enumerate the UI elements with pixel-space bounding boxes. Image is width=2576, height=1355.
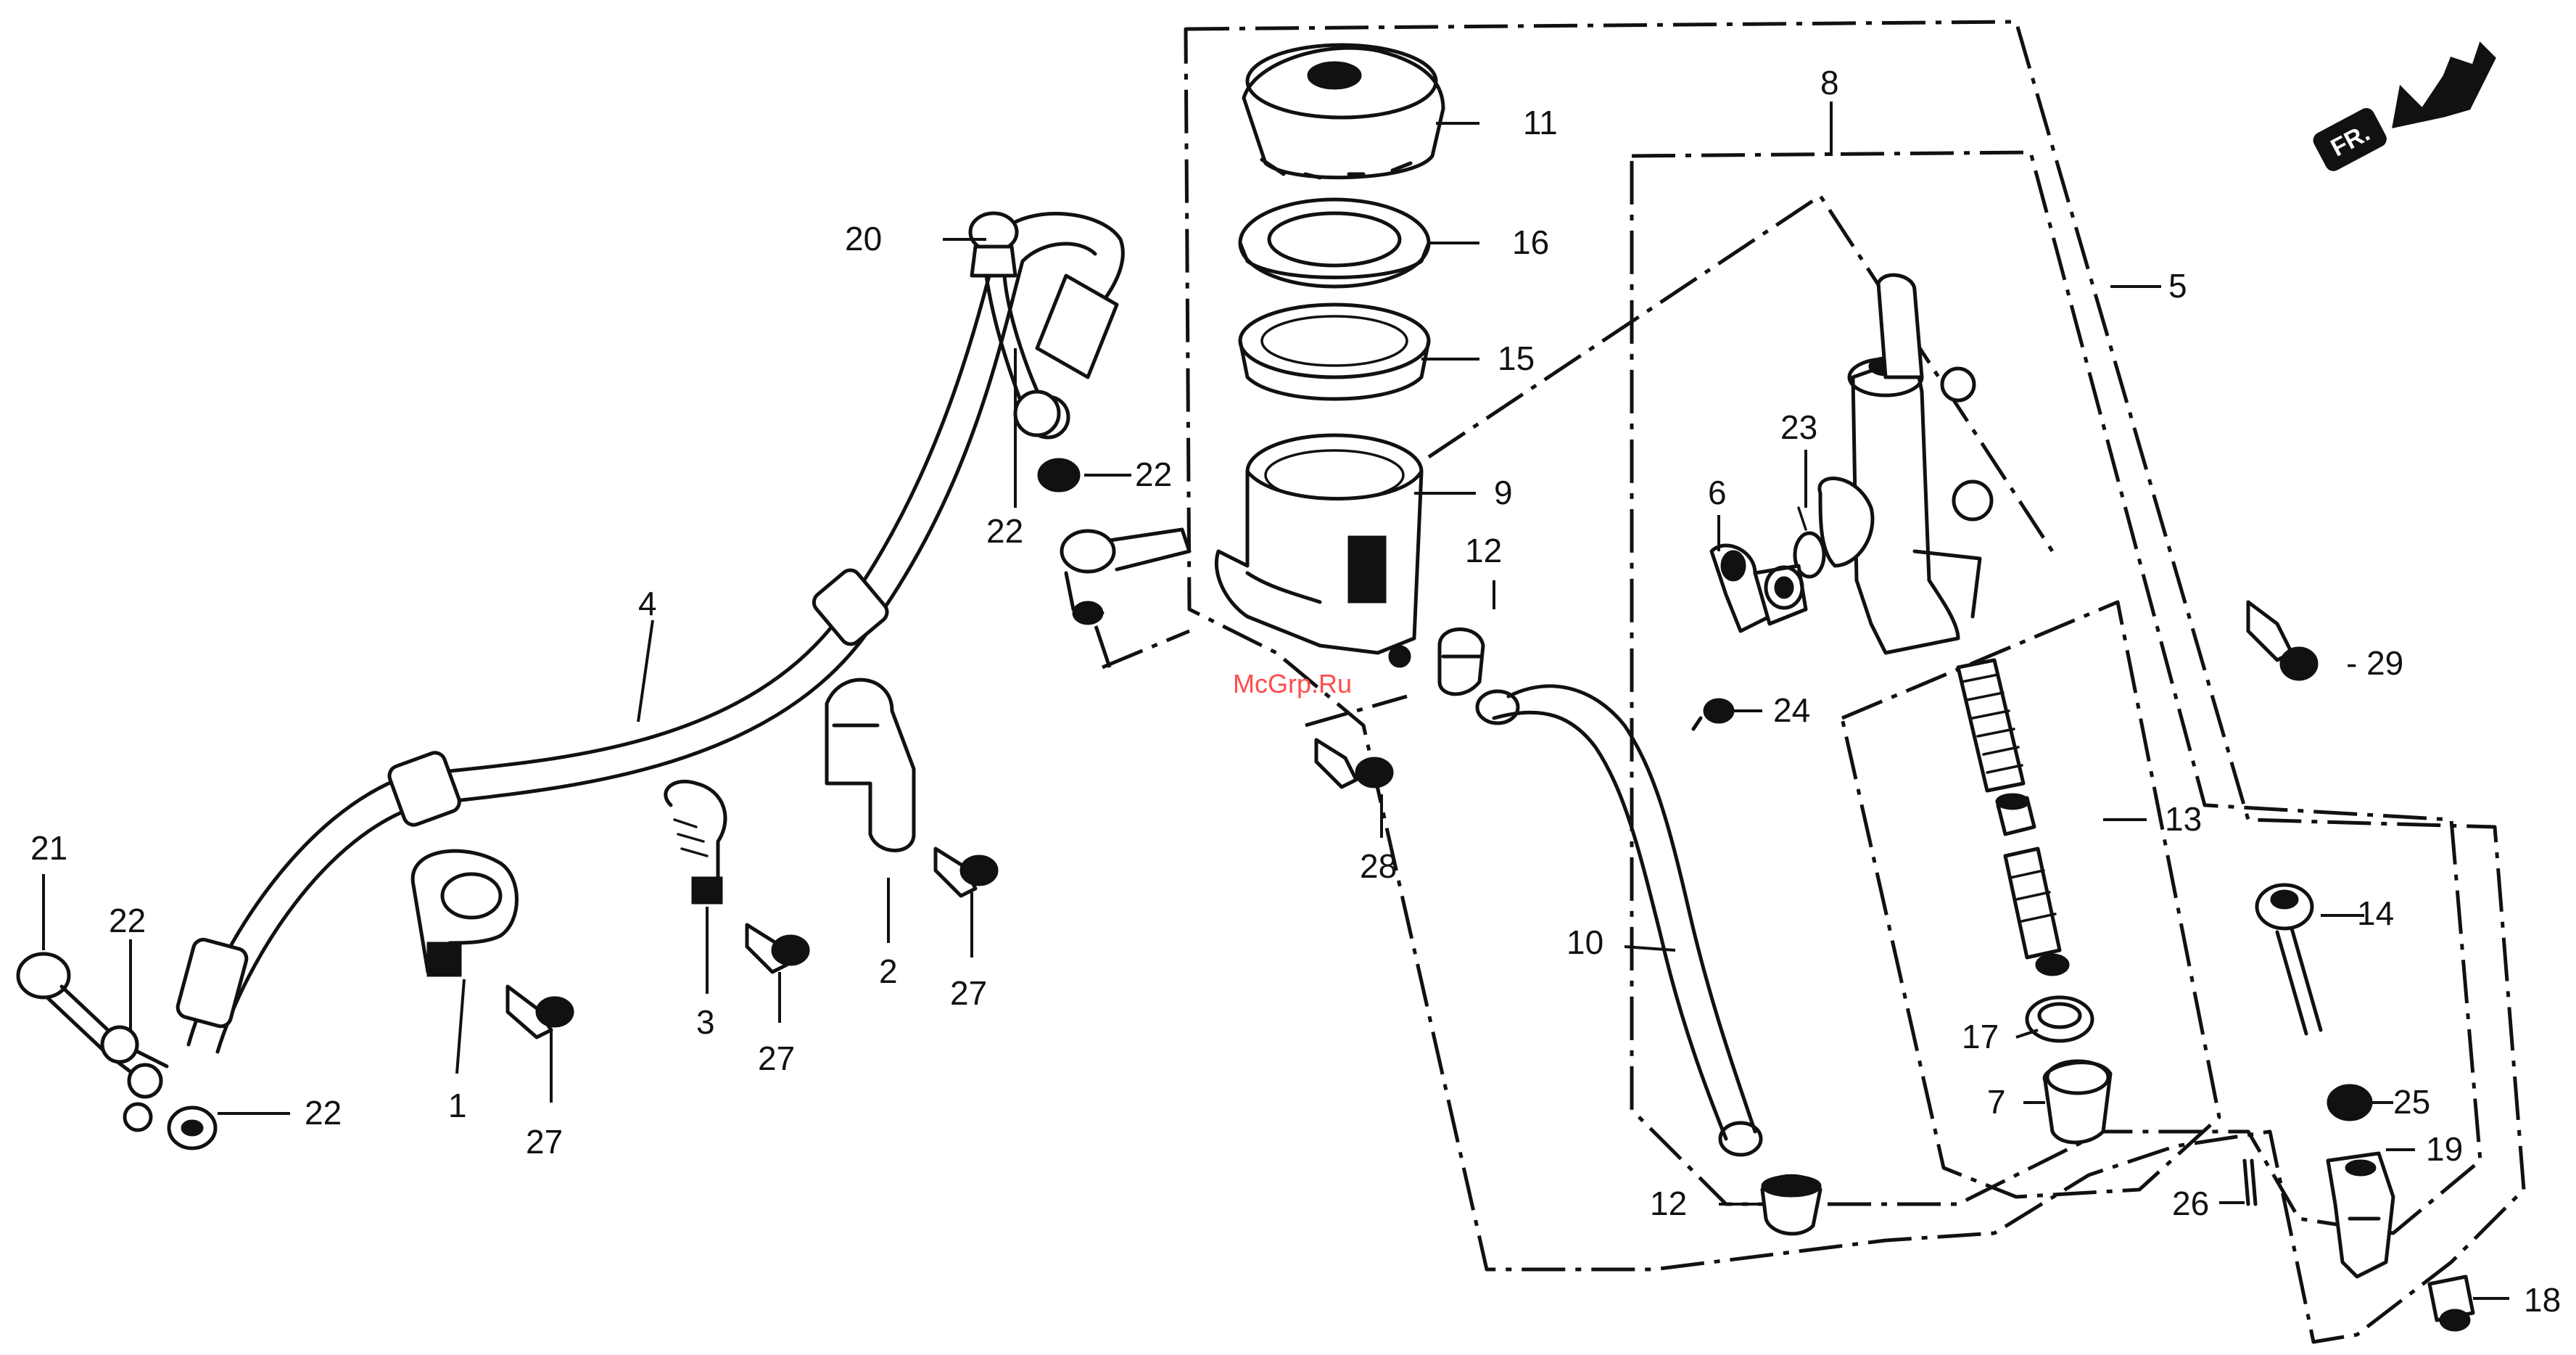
bolt-27 xyxy=(508,849,997,1037)
boot-7 xyxy=(2044,1061,2110,1142)
part-label-22-bottom: 22 xyxy=(305,1094,342,1132)
piston-cup xyxy=(1997,794,2034,834)
circlip-17 xyxy=(2027,997,2092,1041)
part-label-17: 17 xyxy=(1962,1018,1999,1055)
part-label-1: 1 xyxy=(448,1087,467,1124)
part-label-13: 13 xyxy=(2165,800,2202,838)
part-label-29: - 29 xyxy=(2346,644,2403,682)
banjo-bolt-21 xyxy=(18,954,167,1130)
sealing-washer-22 xyxy=(169,459,1079,1148)
hose-clamp-2 xyxy=(827,680,914,850)
part-label-6: 6 xyxy=(1708,474,1727,511)
diaphragm-15 xyxy=(1240,305,1429,399)
part-label-10: 10 xyxy=(1566,923,1603,961)
part-label-21: 21 xyxy=(30,829,67,867)
reservoir-body-9 xyxy=(1216,435,1421,667)
part-label-22-left: 22 xyxy=(109,902,146,939)
part-label-9: 9 xyxy=(1494,474,1513,511)
clevis-19 xyxy=(2328,1153,2393,1277)
reservoir-hose-10 xyxy=(1477,686,1761,1155)
diaphragm-plate-16 xyxy=(1240,199,1429,287)
part-label-3: 3 xyxy=(696,1003,715,1041)
hose-clamp-1 xyxy=(413,851,516,976)
front-direction-marker: FR. xyxy=(2312,44,2495,173)
hose-clamp-3 xyxy=(666,781,725,903)
grommet-12-lower xyxy=(1762,1176,1820,1234)
part-label-27-middle: 27 xyxy=(758,1039,795,1077)
part-label-2: 2 xyxy=(879,952,898,990)
bolt-29 xyxy=(2248,602,2317,680)
cotter-pin-26 xyxy=(2245,1161,2255,1204)
grommet-12-upper xyxy=(1440,630,1483,694)
part-label-22-upper: 22 xyxy=(1135,456,1172,493)
hose-joint-6 xyxy=(1712,545,1806,631)
part-label-11: 11 xyxy=(1523,104,1558,141)
part-label-5: 5 xyxy=(2168,267,2187,305)
leader-lines xyxy=(44,102,2509,1298)
part-label-27-left: 27 xyxy=(526,1123,563,1161)
master-cylinder-body xyxy=(1820,275,1991,653)
part-label-4: 4 xyxy=(638,585,657,622)
part-label-7: 7 xyxy=(1987,1083,2006,1121)
bolt-24 xyxy=(1693,699,1733,729)
clip-18 xyxy=(2430,1277,2473,1330)
part-label-28: 28 xyxy=(1360,847,1397,885)
part-label-27-right: 27 xyxy=(950,974,987,1012)
part-label-18: 18 xyxy=(2524,1281,2561,1319)
part-label-22-middle: 22 xyxy=(986,512,1023,550)
part-label-26: 26 xyxy=(2172,1185,2209,1222)
part-label-14: 14 xyxy=(2357,894,2394,932)
reservoir-cap-11 xyxy=(1244,45,1443,178)
watermark: McGrp.Ru xyxy=(1233,669,1352,699)
part-label-23: 23 xyxy=(1780,408,1817,446)
piston xyxy=(2005,849,2068,975)
assembly-outline-5 xyxy=(1186,22,2524,1342)
push-rod-14 xyxy=(2257,885,2321,1034)
part-label-12-lower: 12 xyxy=(1650,1185,1687,1222)
part-label-8: 8 xyxy=(1820,64,1839,102)
hose-joint-fitting xyxy=(1062,530,1189,624)
part-label-20: 20 xyxy=(845,220,882,258)
part-label-15: 15 xyxy=(1498,339,1535,377)
part-label-25: 25 xyxy=(2393,1083,2430,1121)
bolt-28 xyxy=(1316,740,1392,787)
part-label-12-upper: 12 xyxy=(1465,532,1502,569)
part-label-24: 24 xyxy=(1773,691,1810,729)
piston-spring xyxy=(1958,660,2023,791)
part-label-19: 19 xyxy=(2426,1130,2463,1168)
part-label-16: 16 xyxy=(1512,223,1549,261)
brake-hose xyxy=(176,214,1123,1052)
